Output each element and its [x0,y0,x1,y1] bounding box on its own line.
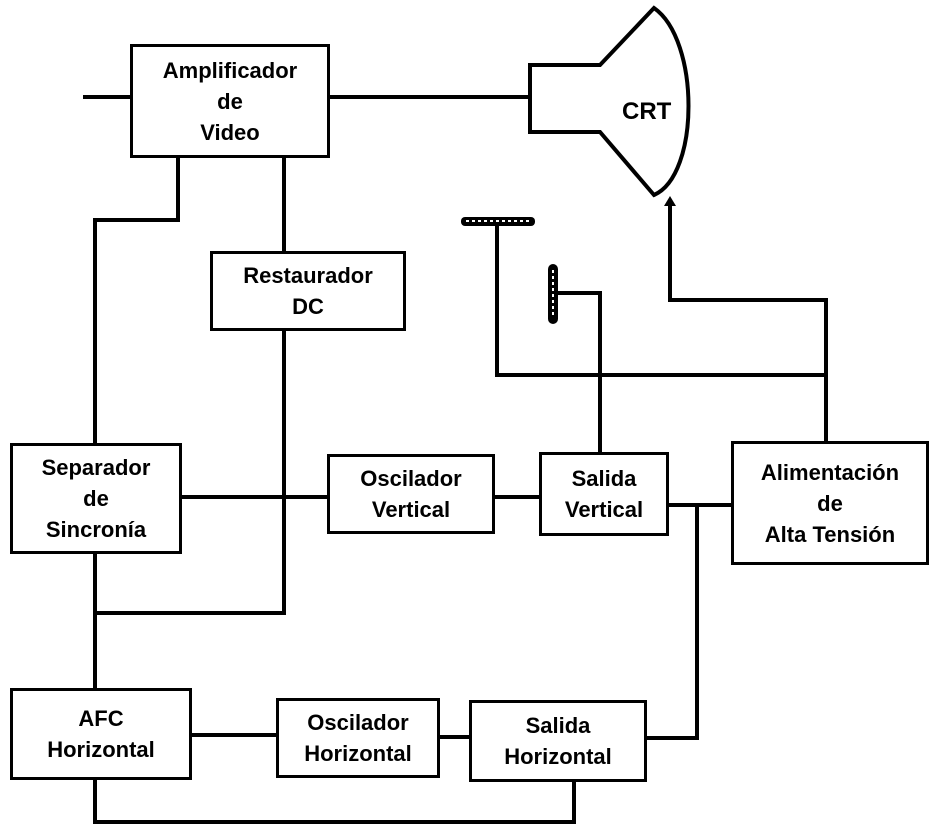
crt-tube-icon [528,5,691,198]
hv-to-hout-line [643,503,699,740]
vout-to-yoke-line [555,291,602,454]
crt-label: CRT [622,98,672,125]
block-line: Oscilador [360,466,462,491]
block-line: Alimentación [760,459,900,485]
block-line: Salida [571,466,637,491]
block-line: Video [200,119,260,145]
afc-feedback-line [93,776,576,824]
vertical-output-block: Salida Vertical [539,452,669,536]
video-to-sync-line [93,155,180,447]
block-line: Restaurador [243,263,373,288]
hv-to-crt-line [668,203,828,377]
block-line: Vertical [371,497,451,522]
block-line: de [217,88,243,114]
block-line: Separador [41,455,151,480]
block-line: Horizontal [504,744,612,769]
afc-horizontal-block: AFC Horizontal [10,688,192,780]
block-line: Horizontal [47,737,155,762]
horizontal-oscillator-block: Oscilador Horizontal [276,698,440,778]
high-voltage-supply-block: Alimentación de Alta Tensión [731,441,929,565]
block-line: DC [292,294,324,319]
vertical-oscillator-block: Oscilador Vertical [327,454,495,534]
block-line: AFC [78,706,124,731]
dc-to-sync-bus-line [93,328,286,615]
sync-separator-block: Separador de Sincronía [10,443,182,554]
horizontal-yoke-icon [461,217,535,226]
hyoke-to-hv-line [495,223,828,444]
block-line: Vertical [564,497,644,522]
block-line: Alta Tensión [764,521,896,547]
block-line: Salida [525,713,591,738]
video-amplifier-block: Amplificador de Video [130,44,330,158]
dc-restorer-block: Restaurador DC [210,251,406,331]
block-line: Amplificador [162,57,298,83]
block-line: de [83,486,109,511]
vertical-yoke-icon [548,264,558,324]
anode-arrow-icon [664,196,676,206]
block-line: Oscilador [307,710,409,735]
block-line: de [817,490,843,516]
horizontal-output-block: Salida Horizontal [469,700,647,782]
block-line: Sincronía [45,517,147,542]
block-line: Horizontal [304,741,412,766]
